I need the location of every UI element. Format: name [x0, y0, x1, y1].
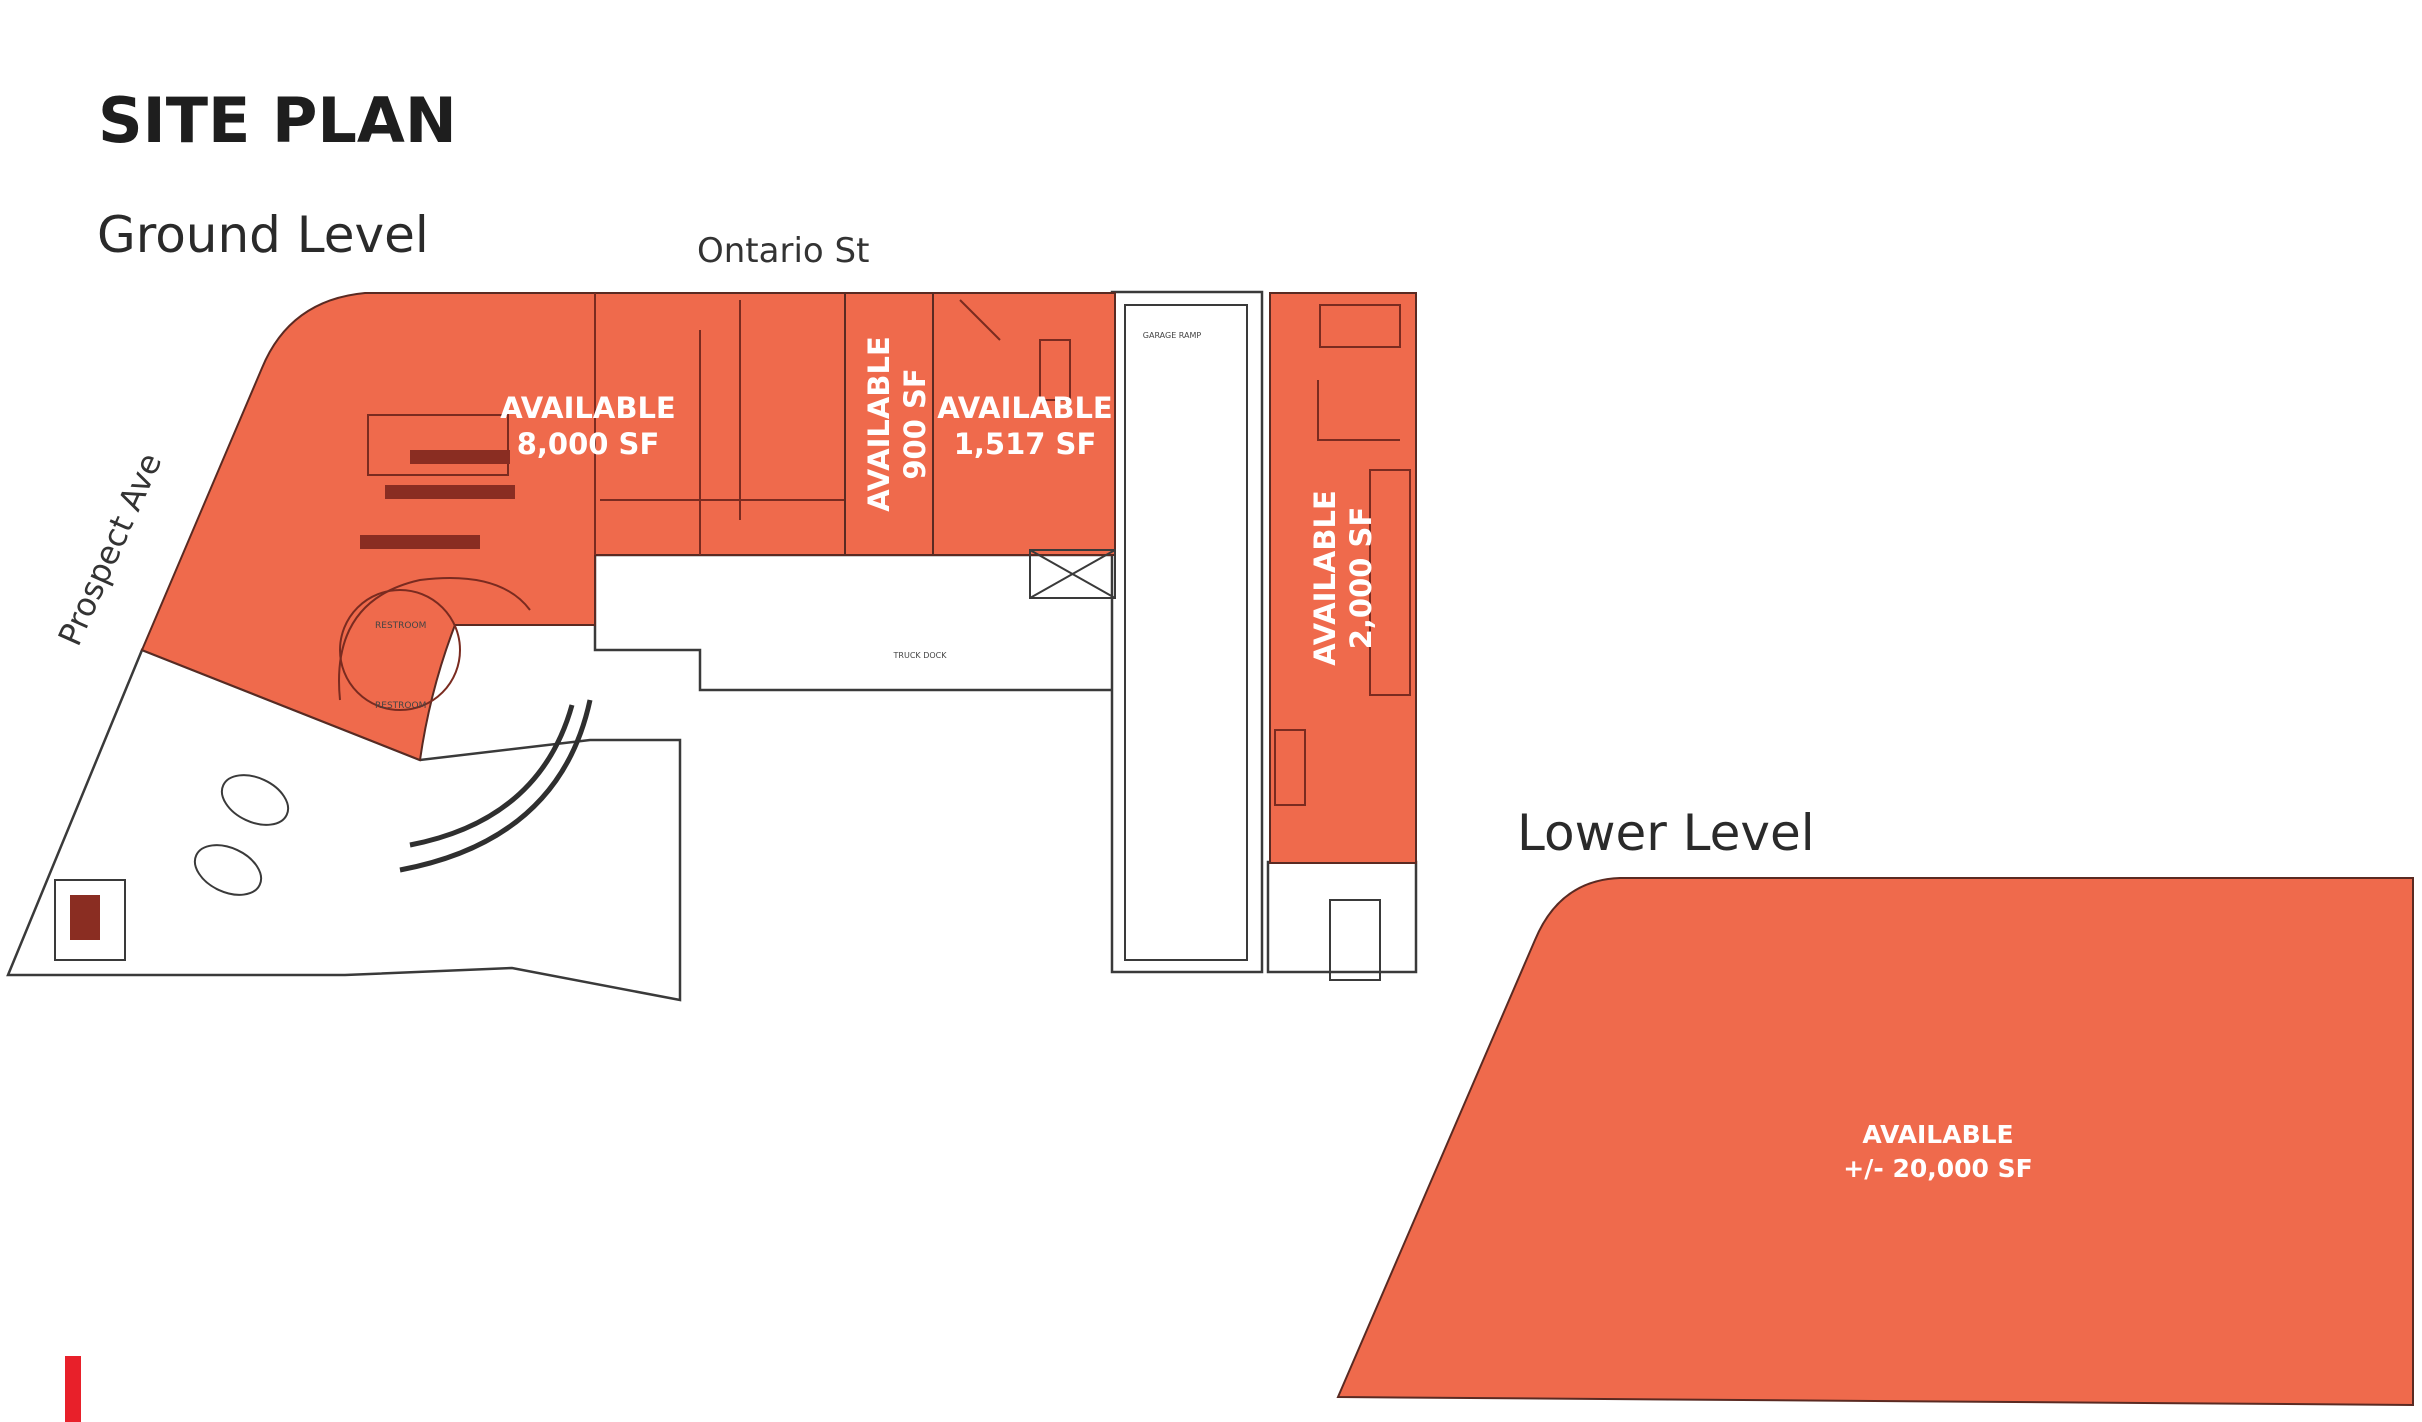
curved-stair-inner: [409, 704, 575, 848]
unit-2000-wall: [1317, 380, 1400, 441]
ground-level-floorplan: [6, 290, 1418, 1002]
lower-level-heading: Lower Level: [1517, 804, 1815, 862]
entry-vestibule: [54, 879, 126, 961]
unit-8000-curve: [338, 577, 531, 701]
unit-2000-size: 2,000 SF: [1344, 507, 1378, 650]
unit-8000-label: AVAILABLE 8,000 SF: [500, 391, 676, 461]
unit-1517-label: AVAILABLE 1,517 SF: [937, 391, 1113, 461]
curved-stair-outer: [399, 699, 593, 873]
page-title: SITE PLAN: [98, 84, 457, 157]
unit-900-status: AVAILABLE: [862, 336, 896, 512]
unit-2000-vent: [1319, 304, 1401, 348]
street-label-ontario: Ontario St: [697, 231, 869, 271]
unit-8000-counter: [367, 414, 509, 476]
truck-dock-label: TRUCK DOCK: [893, 651, 948, 660]
lower-level-size: +/- 20,000 SF: [1843, 1154, 2032, 1183]
restroom-label-b: RESTROOM: [375, 701, 426, 711]
lobby-area: [6, 648, 682, 1002]
vestibule-detail: [70, 895, 100, 940]
elevator-box: [1029, 549, 1116, 599]
street-label-prospect: Prospect Ave: [51, 447, 170, 651]
unit-2000sf[interactable]: [1269, 292, 1417, 864]
unit-900sf[interactable]: [844, 292, 934, 556]
unit-8000-round-room: [339, 589, 461, 711]
ground-level-heading: Ground Level: [97, 206, 429, 264]
garage-ramp-inner: [1124, 304, 1248, 961]
unit-1517-status: AVAILABLE: [937, 391, 1113, 425]
unit-1517-room: [1039, 339, 1071, 401]
unit-2000-label: AVAILABLE 2,000 SF: [1308, 490, 1378, 666]
unit-2000-box: [1274, 729, 1306, 806]
unit-2000-room: [1369, 469, 1411, 696]
unit-900-size: 900 SF: [898, 368, 932, 479]
garage-ramp-label: GARAGE RAMP: [1143, 331, 1202, 340]
truck-dock-corridor: [593, 553, 1117, 692]
lower-level-label: AVAILABLE +/- 20,000 SF: [1843, 1120, 2032, 1183]
lower-level-unit[interactable]: [1336, 877, 2414, 1407]
unit-8000-size: 8,000 SF: [517, 427, 660, 461]
unit-1517sf[interactable]: [932, 292, 1116, 556]
unit-8000-status: AVAILABLE: [500, 391, 676, 425]
unit-8000-bar-2: [385, 485, 515, 499]
unit-1517-size: 1,517 SF: [954, 427, 1097, 461]
unit-8000-bar-3: [360, 535, 480, 549]
garage-ramp: [1110, 290, 1264, 974]
fountain-oval-1: [220, 774, 290, 826]
stair-detail: [1329, 899, 1381, 981]
unit-900-label: AVAILABLE 900 SF: [862, 336, 932, 512]
accent-bar: [65, 1356, 81, 1422]
stair-block: [1266, 860, 1418, 974]
ground-available-units: RESTROOM RESTROOM: [140, 292, 1417, 864]
lower-level-status: AVAILABLE: [1862, 1120, 2013, 1149]
unit-8000-bar-1: [410, 450, 510, 464]
restroom-label-a: RESTROOM: [375, 621, 426, 631]
fountain-oval-2: [193, 844, 263, 896]
elevator-x-2: [1029, 549, 1116, 599]
unit-1517-stair: [959, 299, 1001, 341]
unit-2000-status: AVAILABLE: [1308, 490, 1342, 666]
